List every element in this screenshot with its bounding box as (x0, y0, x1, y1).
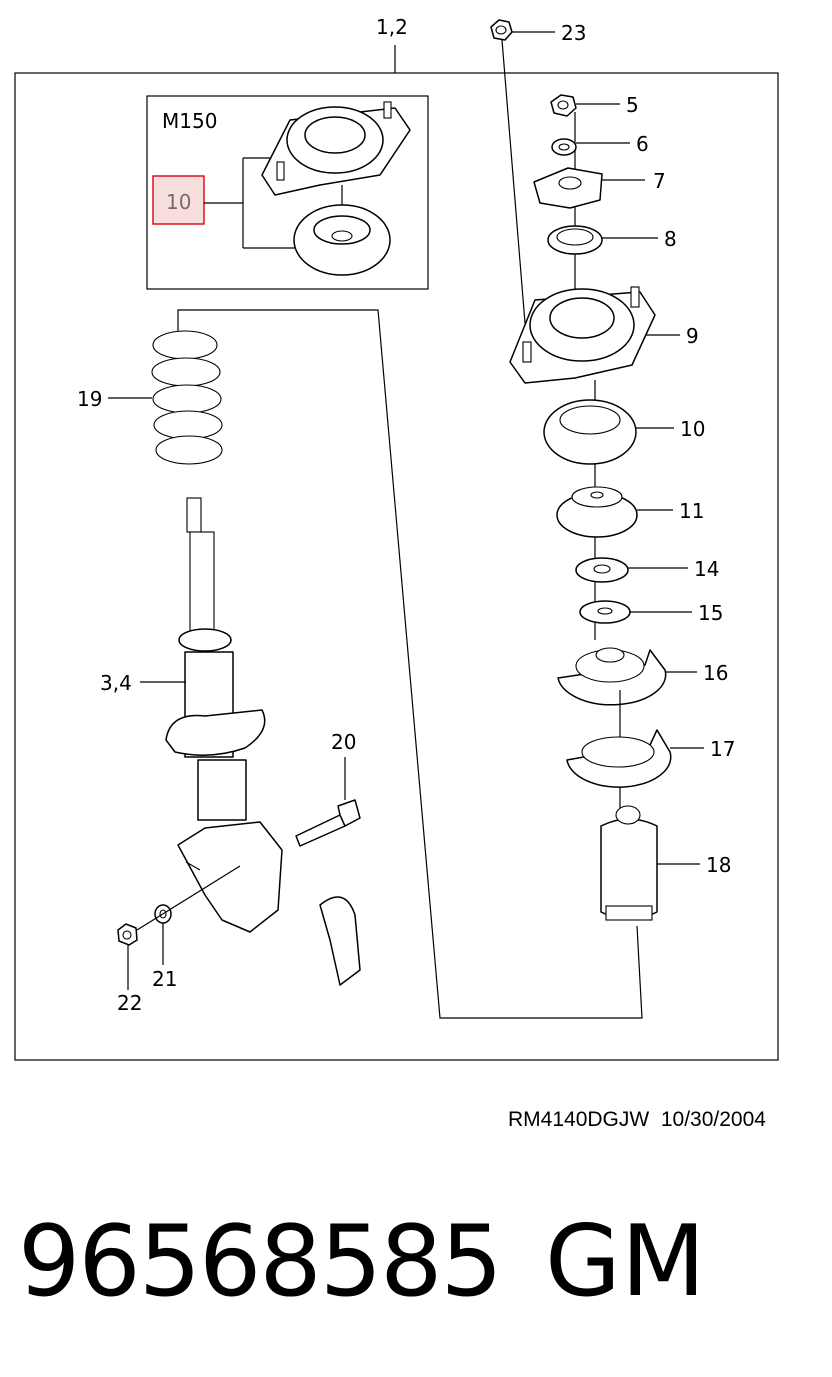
callout-20: 20 (331, 730, 356, 754)
inset-box-m150 (146, 95, 429, 290)
callout-18: 18 (706, 853, 731, 877)
callout-15: 15 (698, 601, 723, 625)
insulator-17 (566, 729, 672, 788)
callout-14: 14 (694, 557, 719, 581)
callout-1-2: 1,2 (376, 15, 408, 39)
strut-assembly-diagram: 1,2 M150 10 23 5 6 (14, 15, 779, 1061)
inset-strut-mount (261, 101, 411, 215)
bearing-10 (543, 399, 637, 465)
brand-name: GM (545, 1205, 706, 1319)
washer-15 (579, 600, 631, 624)
spring-seat-16 (557, 647, 667, 706)
highlight-box[interactable] (152, 175, 205, 225)
callout-6: 6 (636, 132, 649, 156)
part-number: 96568585 (18, 1205, 503, 1319)
washer-14 (575, 557, 629, 583)
callout-21: 21 (152, 967, 177, 991)
dust-boot-18 (600, 805, 658, 921)
callout-17: 17 (710, 737, 735, 761)
washer-6 (551, 138, 577, 156)
inset-title: M150 (162, 109, 217, 133)
bearing-8 (547, 225, 603, 255)
callout-10-highlighted[interactable]: 10 (166, 190, 191, 214)
assembly-frame (14, 72, 779, 1061)
strut-mount-9 (509, 286, 656, 384)
callout-3-4: 3,4 (100, 671, 132, 695)
callout-22: 22 (117, 991, 142, 1015)
drawing-code: RM4140DGJW 10/30/2004 (508, 1108, 766, 1131)
bumper-cap-11 (556, 486, 638, 538)
callout-5: 5 (626, 93, 639, 117)
plate-7 (533, 167, 603, 209)
callout-11: 11 (679, 499, 704, 523)
nut-5 (550, 94, 577, 117)
callout-23: 23 (561, 21, 586, 45)
callout-16: 16 (703, 661, 728, 685)
callout-7: 7 (653, 169, 666, 193)
inset-bearing (293, 204, 391, 276)
callout-9: 9 (686, 324, 699, 348)
shock-absorber-3-4 (165, 497, 361, 986)
coil-spring-19 (151, 330, 223, 465)
bolt-20 (295, 799, 361, 847)
callout-10: 10 (680, 417, 705, 441)
callout-19: 19 (77, 387, 102, 411)
nut-22 (117, 923, 138, 946)
nut-23 (490, 19, 513, 41)
callout-8: 8 (664, 227, 677, 251)
